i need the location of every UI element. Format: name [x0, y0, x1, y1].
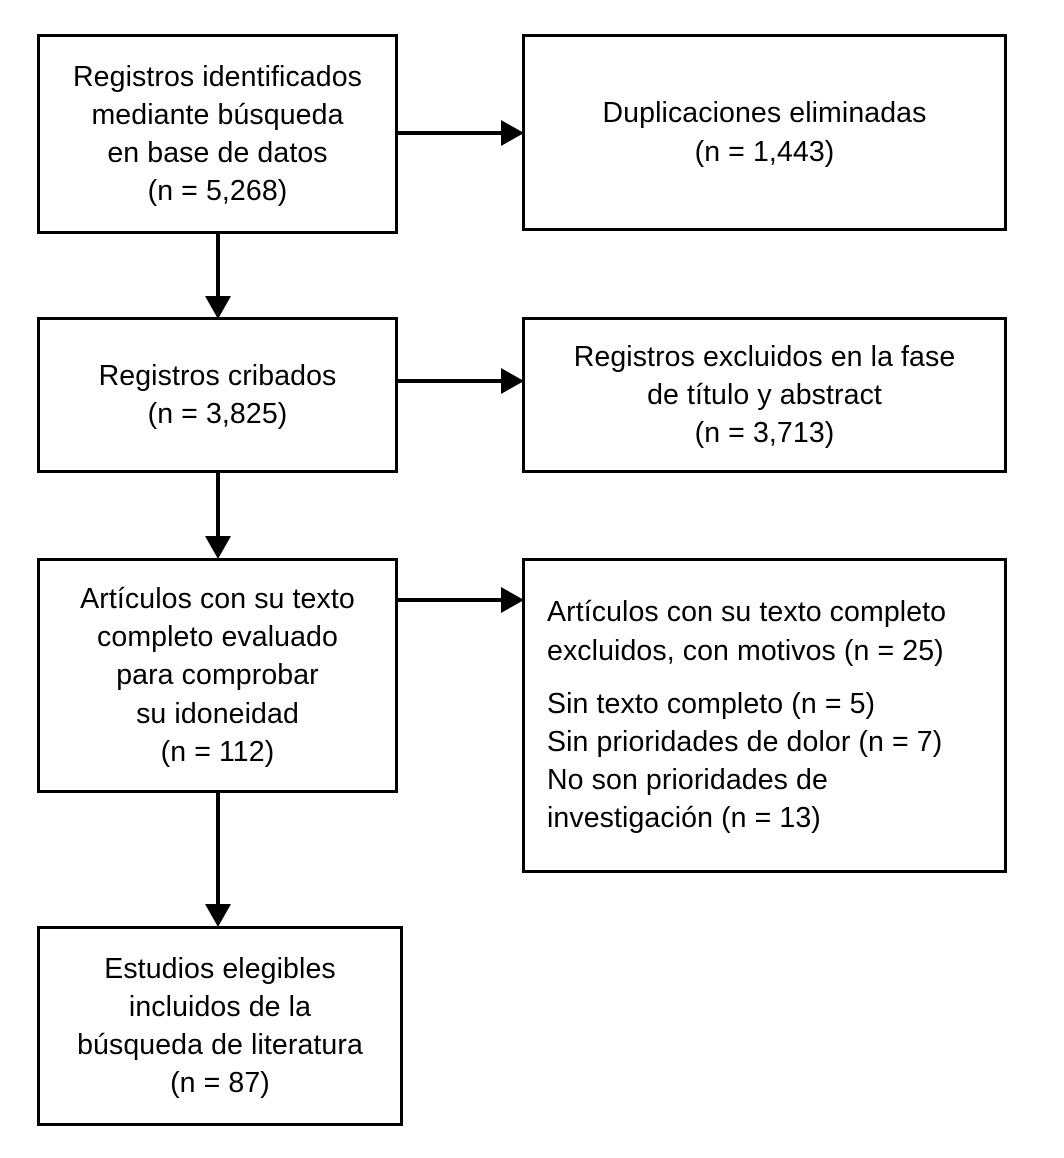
arrow-identified-to-screened — [203, 233, 233, 321]
records-screened-text: Registros cribados (n = 3,825) — [98, 359, 337, 430]
records-screened-box: Registros cribados (n = 3,825) — [37, 317, 398, 473]
exclusion-reason-no-fulltext: Sin texto completo (n = 5) — [547, 687, 876, 720]
duplicates-removed-text: Duplicaciones eliminadas (n = 1,443) — [602, 97, 927, 168]
arrow-screened-to-fulltext — [203, 473, 233, 561]
studies-included-text: Estudios elegibles incluidos de la búsqu… — [77, 952, 363, 1100]
records-excluded-box: Registros excluidos en la fase de título… — [522, 317, 1007, 473]
fulltext-excluded-heading: Artículos con su texto completo excluido… — [547, 596, 947, 667]
records-identified-text: Registros identificados mediante búsqued… — [72, 60, 363, 208]
arrow-screened-to-excluded — [398, 366, 526, 396]
exclusion-reason-no-pain-priorities: Sin prioridades de dolor (n = 7) — [547, 726, 943, 759]
records-identified-box: Registros identificados mediante búsqued… — [37, 34, 398, 234]
duplicates-removed-box: Duplicaciones eliminadas (n = 1,443) — [522, 34, 1007, 231]
exclusion-reason-not-research-priorities: No son prioridades de investigación (n =… — [547, 764, 828, 835]
arrow-fulltext-to-excluded — [398, 585, 526, 615]
studies-included-box: Estudios elegibles incluidos de la búsqu… — [37, 926, 403, 1126]
fulltext-excluded-box: Artículos con su texto completo excluido… — [522, 558, 1007, 873]
fulltext-assessed-text: Artículos con su texto completo evaluado… — [80, 583, 355, 768]
arrow-identified-to-duplicates — [398, 118, 526, 148]
records-excluded-text: Registros excluidos en la fase de título… — [573, 340, 956, 450]
arrow-fulltext-to-included — [203, 793, 233, 931]
fulltext-assessed-box: Artículos con su texto completo evaluado… — [37, 558, 398, 793]
